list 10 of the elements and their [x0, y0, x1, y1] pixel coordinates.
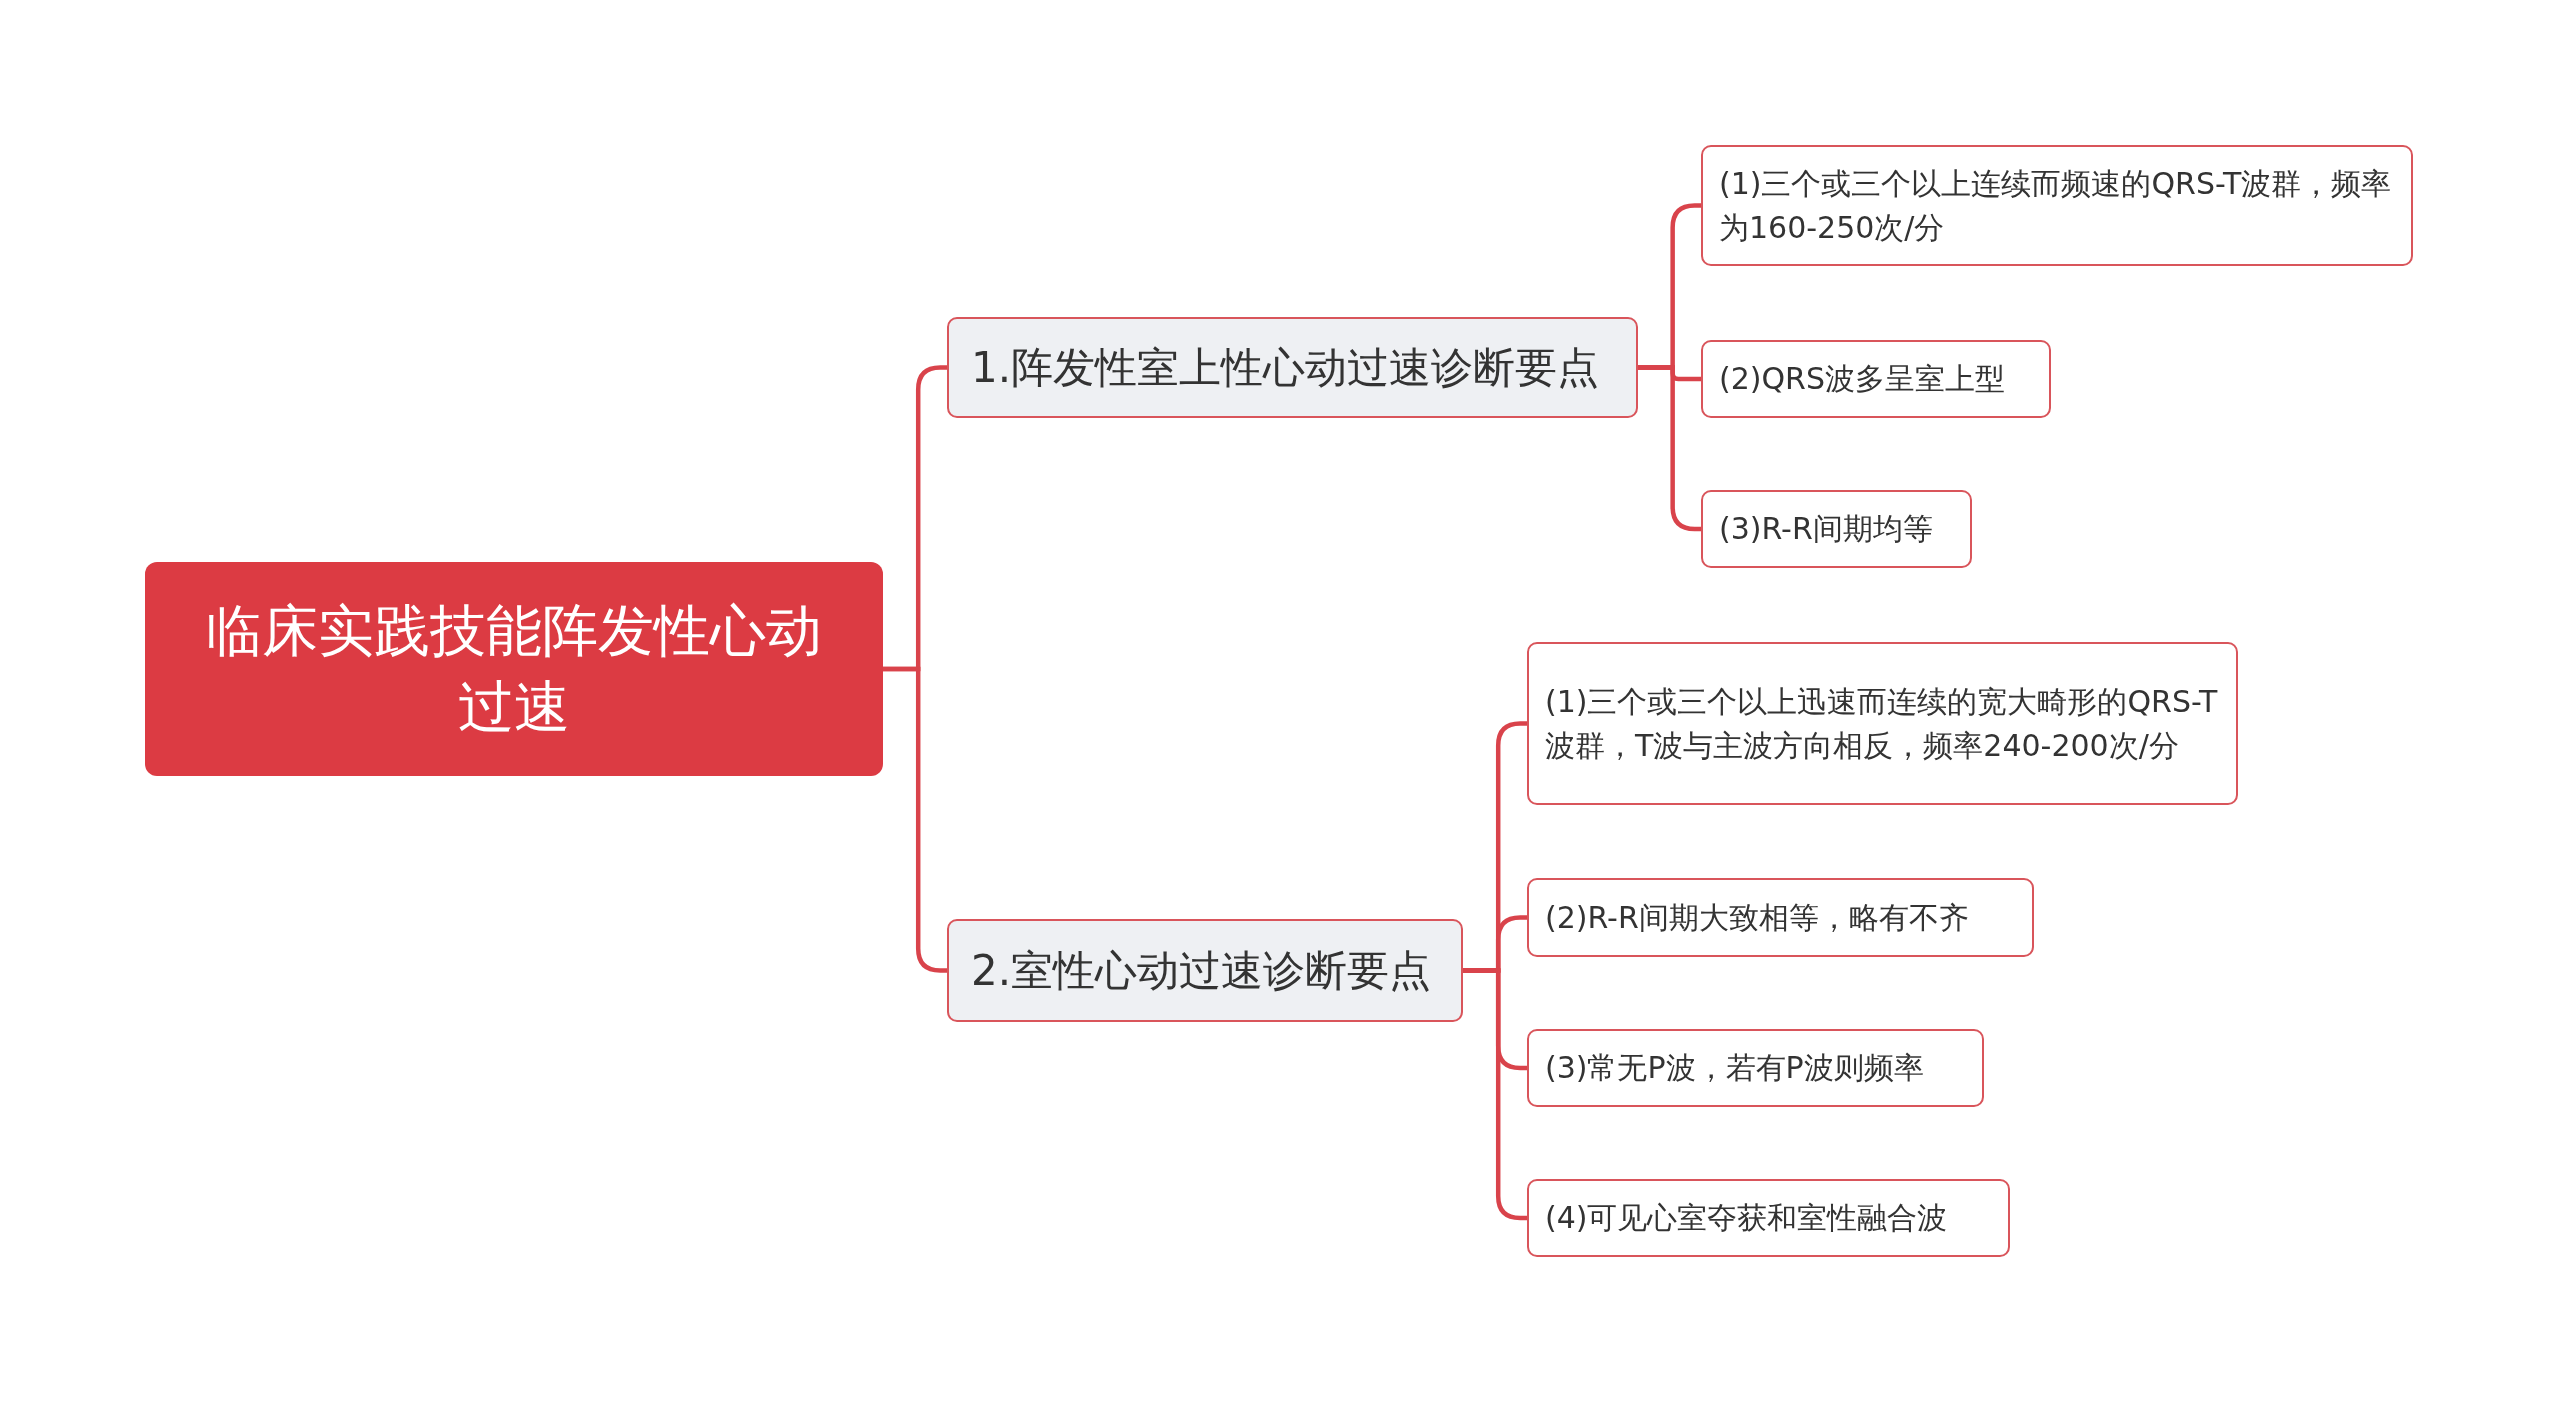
- branch-topic-box: 2.室性心动过速诊断要点: [947, 919, 1463, 1022]
- branch-topic-box: 1.阵发性室上性心动过速诊断要点: [947, 317, 1638, 418]
- subtopic-box: (3)常无P波，若有P波则频率: [1527, 1029, 1984, 1107]
- subtopic-box: (3)R-R间期均等: [1701, 490, 1972, 568]
- subtopic-box: (2)QRS波多呈室上型: [1701, 340, 2051, 418]
- subtopic-box: (1)三个或三个以上连续而频速的QRS-T波群，频率为160-250次/分: [1701, 145, 2413, 266]
- subtopic-box: (1)三个或三个以上迅速而连续的宽大畸形的QRS-T波群，T波与主波方向相反，频率240-200次/分: [1527, 642, 2238, 805]
- subtopic-box: (2)R-R间期大致相等，略有不齐: [1527, 878, 2034, 957]
- central-topic-box: 临床实践技能阵发性心动过速: [145, 562, 883, 776]
- subtopic-box: (4)可见心室夺获和室性融合波: [1527, 1179, 2010, 1257]
